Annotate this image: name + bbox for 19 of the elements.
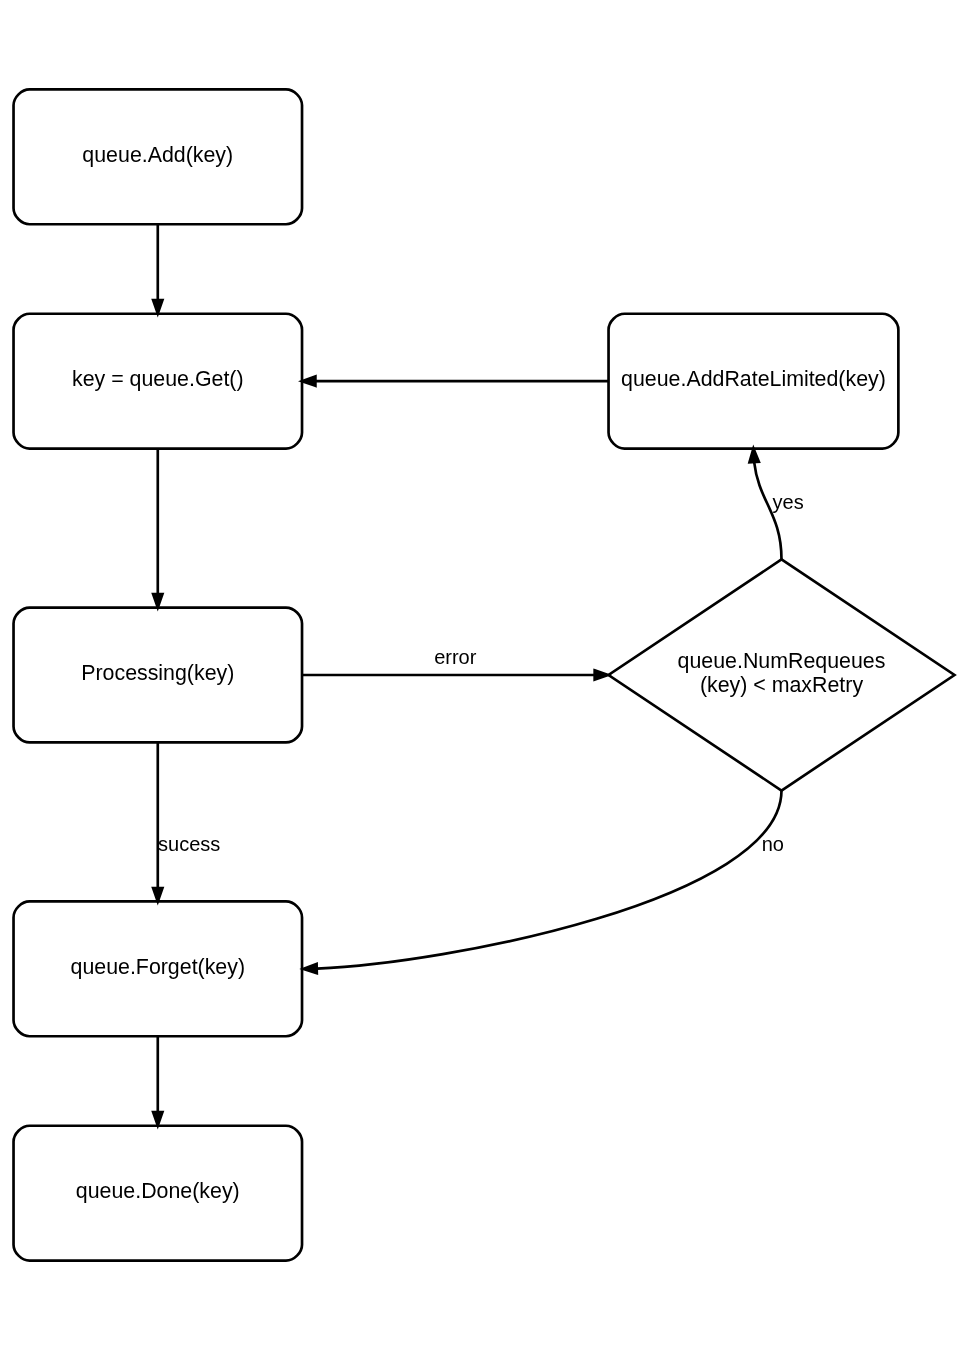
edge-label: sucess: [158, 832, 221, 855]
arrow: [151, 742, 165, 906]
arrow: [151, 448, 165, 612]
node-box: queue.Done(key): [12, 1124, 304, 1262]
arrow: [151, 224, 165, 318]
node-box: queue.Add(key): [12, 88, 304, 226]
node-box: queue.Forget(key): [12, 900, 304, 1038]
node-diamond: queue.NumRequeues (key) < maxRetry: [606, 557, 957, 793]
node-box: key = queue.Get(): [12, 312, 304, 450]
edge-label: yes: [772, 490, 804, 513]
edge-label: no: [761, 832, 784, 855]
arrow: [298, 374, 609, 388]
arrow: [302, 668, 613, 682]
edge-label: error: [434, 646, 477, 669]
node-box: Processing(key): [12, 606, 304, 744]
arrow: [151, 1036, 165, 1130]
node-box: queue.AddRateLimited(key): [607, 312, 900, 450]
arrow: [747, 444, 783, 560]
arrow: [299, 790, 783, 976]
